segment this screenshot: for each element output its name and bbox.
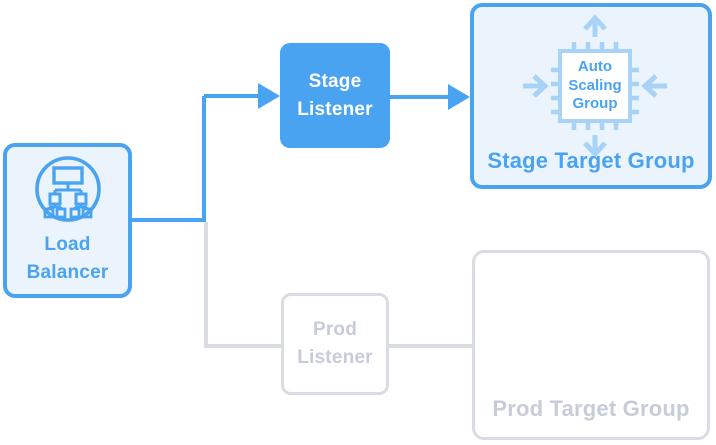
node-prod-listener: Prod Listener <box>281 293 389 395</box>
arrowhead-stage-tg-icon <box>448 84 470 110</box>
asg-chip-svg <box>523 14 667 158</box>
auto-scaling-group-chip-icon: Auto Scaling Group <box>517 13 673 159</box>
edge-lb-to-prod-listener <box>204 222 281 348</box>
scale-in-left-arrow-icon <box>523 74 549 98</box>
load-balancer-network-icon <box>34 156 101 222</box>
stage-target-group-label: Stage Target Group <box>487 148 695 174</box>
prod-listener-label: Prod Listener <box>297 319 373 368</box>
node-prod-target-group: Prod Target Group <box>472 250 710 440</box>
scale-up-arrow-icon <box>583 14 607 37</box>
edge-lb-to-stage-listener <box>132 94 262 222</box>
node-stage-listener: Stage Listener <box>280 43 390 148</box>
stage-listener-label: Stage Listener <box>297 70 373 120</box>
scale-down-arrow-icon <box>583 135 607 158</box>
load-balancer-label: Load Balancer <box>26 233 109 283</box>
arrowhead-stage-listener-icon <box>258 83 280 109</box>
prod-target-group-label: Prod Target Group <box>492 396 690 422</box>
node-load-balancer: Load Balancer <box>3 143 132 298</box>
auto-scaling-group-label: Auto Scaling Group <box>568 57 622 113</box>
scale-in-right-arrow-icon <box>641 74 667 98</box>
node-stage-target-group: Auto Scaling Group Stage Target Group <box>470 3 712 189</box>
